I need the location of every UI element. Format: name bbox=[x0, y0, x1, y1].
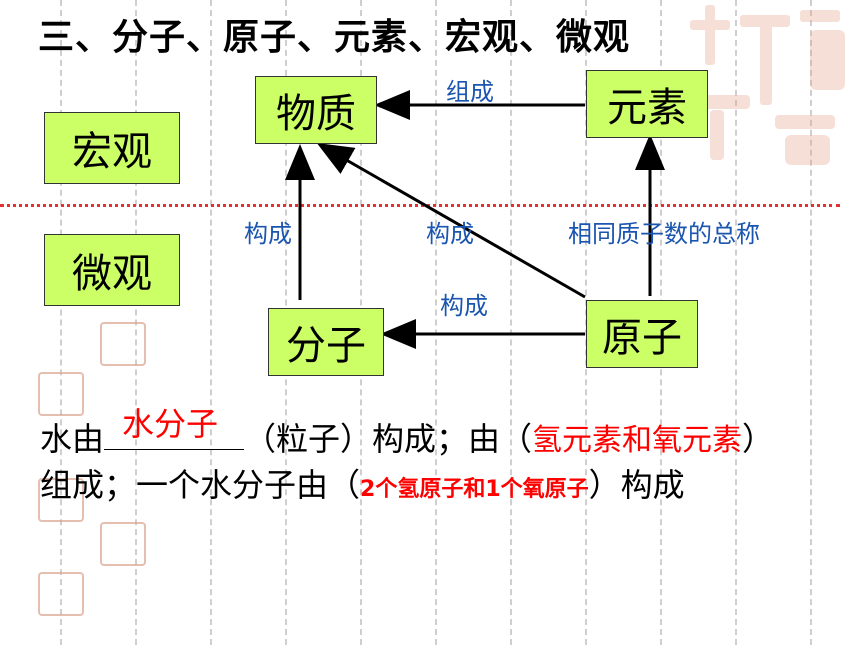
sentence-line-1: 水由水分子 （粒子）构成；由（氢元素和氧元素） bbox=[40, 405, 775, 460]
node-element: 元素 bbox=[586, 70, 708, 138]
seal-stamp bbox=[100, 322, 146, 366]
node-molecule: 分子 bbox=[268, 308, 384, 376]
macro-label: 宏观 bbox=[44, 112, 180, 184]
blank-3-answer: 2个氢原子和1个氧原子 bbox=[360, 477, 589, 502]
macro-micro-divider bbox=[0, 204, 840, 207]
arrow-atom-to-matter bbox=[316, 143, 586, 299]
edge-label-atom-molecule: 构成 bbox=[440, 292, 488, 320]
edge-label-atom-element: 相同质子数的总称 bbox=[568, 220, 760, 248]
seal-stamp bbox=[38, 572, 84, 616]
sentence-line1-end: ） bbox=[742, 420, 775, 458]
sentence-line-2: 组成；一个水分子由（2个氢原子和1个氧原子）构成 bbox=[40, 460, 685, 506]
sentence-line2-prefix: 组成；一个水分子由（ bbox=[40, 466, 361, 504]
edge-label-molecule-matter: 构成 bbox=[244, 220, 292, 248]
node-atom: 原子 bbox=[586, 300, 698, 368]
blank-2-answer: 氢元素和氧元素 bbox=[532, 423, 743, 458]
seal-stamp bbox=[38, 478, 84, 522]
blank-1: 水分子 bbox=[104, 405, 245, 450]
seal-stamp bbox=[100, 522, 146, 566]
node-matter: 物质 bbox=[255, 76, 377, 144]
sentence-line2-end: ）构成 bbox=[588, 466, 685, 504]
seal-stamp bbox=[38, 372, 84, 416]
blank-1-answer: 水分子 bbox=[122, 405, 219, 443]
edge-label-element-matter: 组成 bbox=[446, 78, 494, 106]
sentence-mid: （粒子）构成；由（ bbox=[244, 420, 533, 458]
page-title: 三、分子、原子、元素、宏观、微观 bbox=[38, 17, 631, 58]
edge-label-atom-matter: 构成 bbox=[426, 220, 474, 248]
seal-watermark bbox=[690, 5, 845, 165]
sentence-prefix: 水由 bbox=[40, 420, 105, 458]
micro-label: 微观 bbox=[44, 234, 180, 306]
